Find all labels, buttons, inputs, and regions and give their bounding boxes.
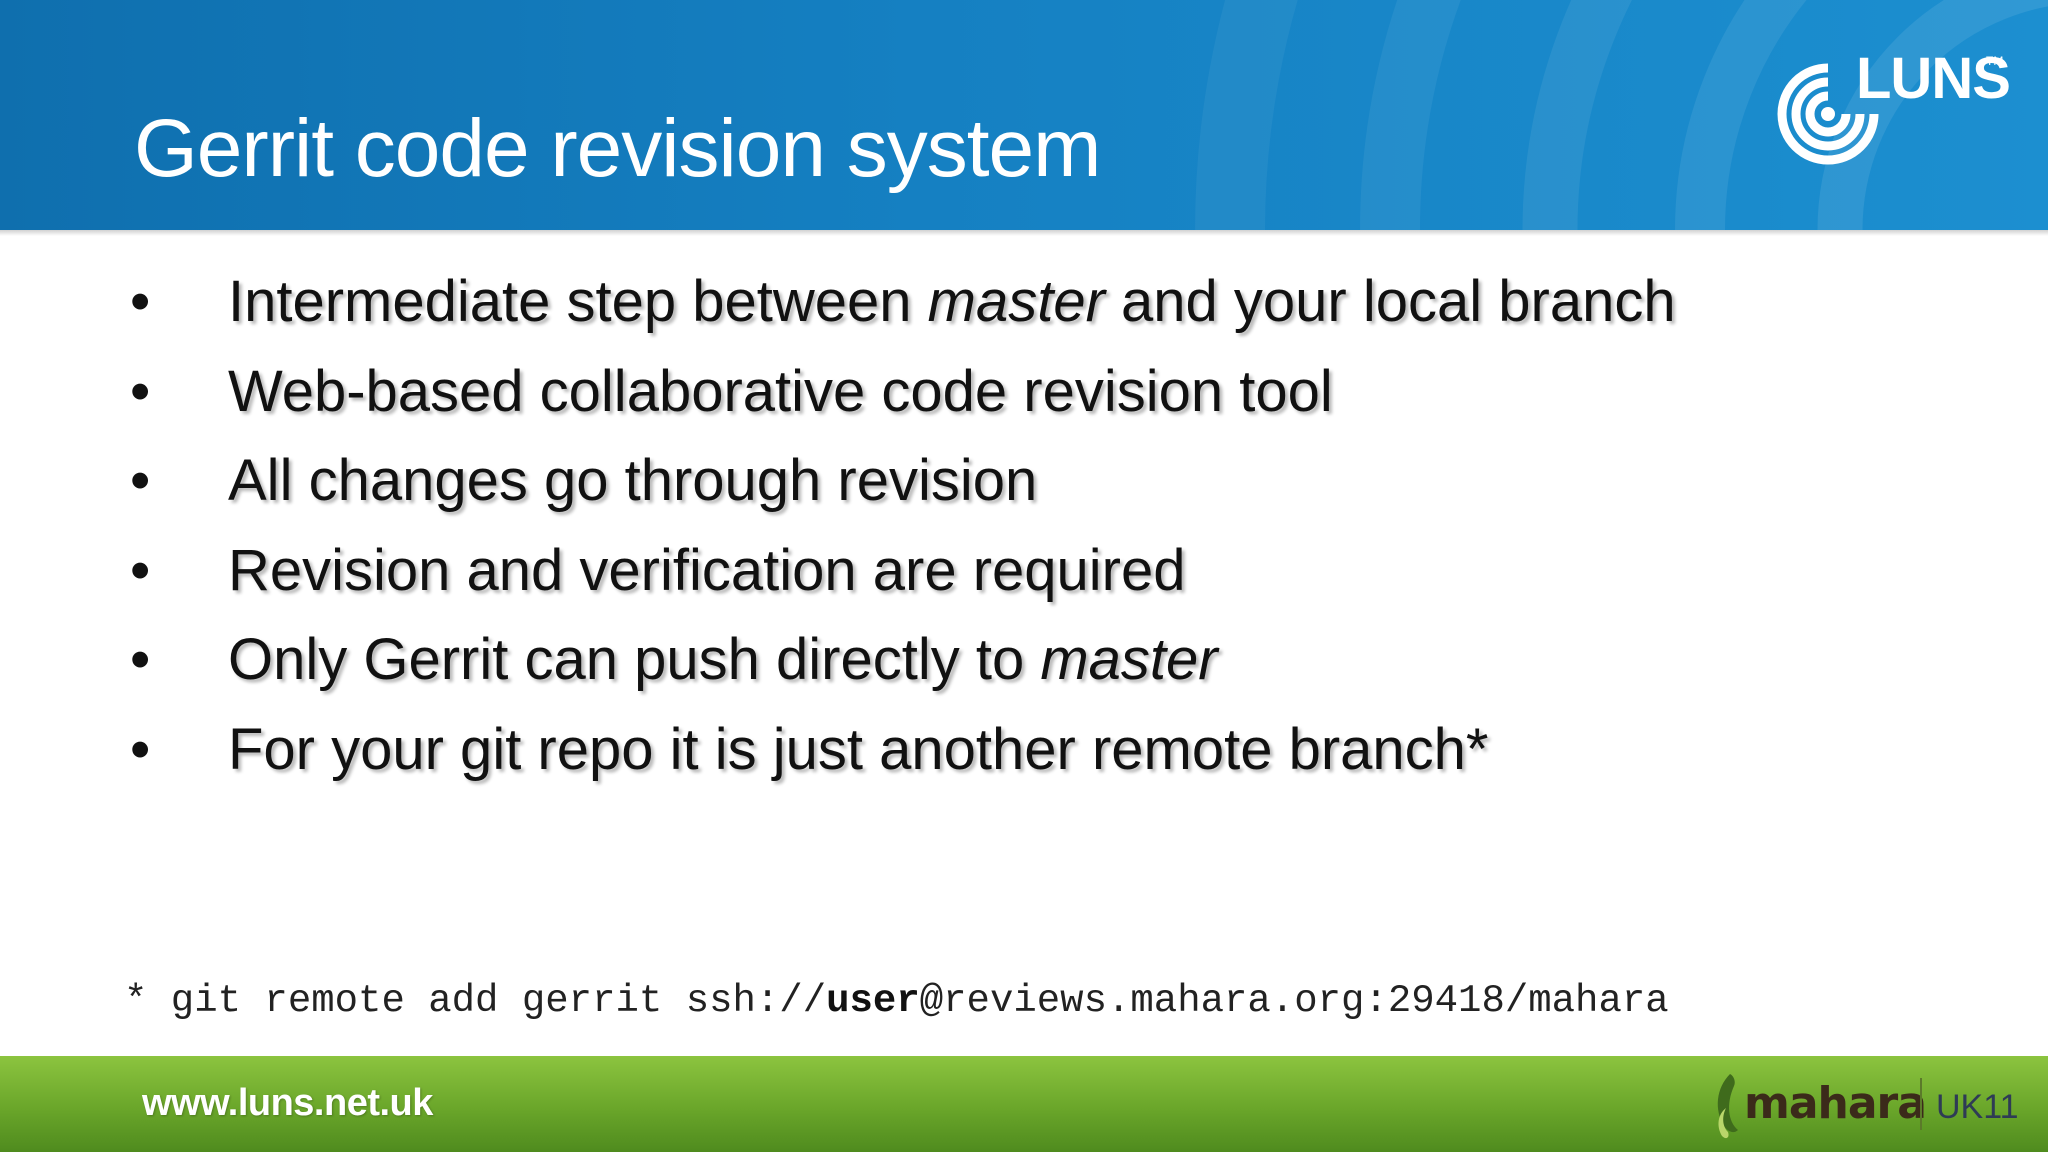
bullet-item: • All changes go through revision [0, 441, 2048, 531]
bullet-text-segment: Web-based collaborative code revision to… [228, 358, 1333, 424]
luns-trademark: TM [1986, 54, 2004, 68]
mahara-separator [1920, 1078, 1922, 1130]
bullet-text-segment: All changes go through revision [228, 448, 1038, 514]
bullet-text: Intermediate step between master and you… [228, 262, 1676, 342]
luns-radar-icon [1777, 63, 1879, 165]
footer-url: www.luns.net.uk [142, 1082, 433, 1124]
footnote-suffix: @reviews.mahara.org:29418/mahara [919, 979, 1669, 1023]
bullet-marker: • [130, 627, 151, 693]
bullet-marker: • [130, 448, 151, 514]
bullet-text-emphasis: master [1040, 627, 1218, 693]
bullet-text: Web-based collaborative code revision to… [228, 352, 1333, 432]
bullet-item: • Only Gerrit can push directly to master [0, 620, 2048, 710]
footnote-prefix: * git remote add gerrit ssh:// [124, 979, 827, 1023]
bullet-item: • Web-based collaborative code revision t… [0, 352, 2048, 442]
footnote-user: user [826, 979, 920, 1023]
bullet-marker: • [130, 269, 151, 334]
bullet-marker: • [130, 716, 151, 782]
bullet-text-segment: For your git repo it is just another rem… [228, 716, 1489, 782]
bullet-text: All changes go through revision [228, 441, 1037, 521]
bullet-text-segment: and your local branch [1104, 269, 1676, 334]
bullet-text: For your git repo it is just another rem… [228, 710, 1488, 790]
header-band: Gerrit code revision system LUNS TM [0, 0, 2048, 230]
bullet-item: • Revision and verification are required [0, 531, 2048, 621]
bullet-text-segment: Intermediate step between [228, 269, 928, 334]
slide-title: Gerrit code revision system [134, 103, 1101, 194]
mahara-logo: mahara UK11 [1708, 1070, 2028, 1142]
header-shadow [0, 230, 2048, 236]
bullet-text-segment: Revision and verification are required [228, 537, 1186, 603]
bullet-text-emphasis: master [927, 269, 1105, 334]
luns-wordmark: LUNS [1856, 46, 2011, 111]
bullet-item: • Intermediate step between master and yo… [0, 262, 2048, 352]
bullet-text: Revision and verification are required [228, 531, 1186, 611]
bullet-list: • Intermediate step between master and yo… [0, 262, 2048, 800]
mahara-leaf-icon [1717, 1074, 1738, 1139]
bullet-marker: • [130, 358, 151, 424]
event-label: UK11 [1936, 1088, 2019, 1126]
bullet-text: Only Gerrit can push directly to master [228, 620, 1218, 700]
luns-logo: LUNS TM [1772, 48, 2012, 188]
footnote-command: * git remote add gerrit ssh://user@revie… [124, 982, 1669, 1021]
bullet-marker: • [130, 537, 151, 603]
bullet-item: • For your git repo it is just another re… [0, 710, 2048, 800]
bullet-text-segment: Only Gerrit can push directly to [228, 627, 1041, 693]
mahara-wordmark: mahara [1744, 1078, 1927, 1129]
footer-band: www.luns.net.uk mahara UK11 [0, 1056, 2048, 1152]
